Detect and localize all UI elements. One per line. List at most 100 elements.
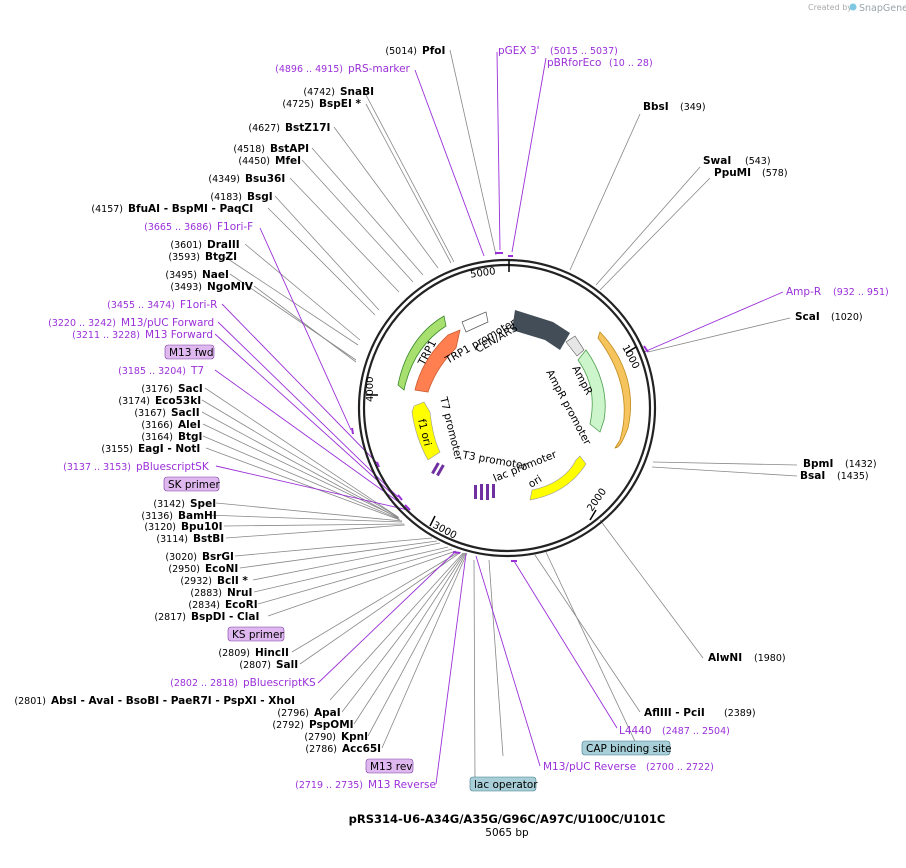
enzyme-alwni[interactable]: AlwNI: [708, 652, 742, 664]
enzyme-psp-omi[interactable]: PspOMI: [309, 719, 354, 731]
enzyme-eagi-noti[interactable]: EagI - NotI: [138, 443, 200, 455]
enzyme-bpu10i[interactable]: Bpu10I: [181, 521, 223, 533]
primer-m13-fwd[interactable]: M13 Forward: [145, 329, 213, 341]
enzyme-sacii[interactable]: SacII: [171, 407, 200, 419]
primer-pgex3-range: (5015 .. 5037): [550, 46, 618, 57]
feature-trp1[interactable]: [414, 329, 461, 393]
enzyme-pos: (3020): [165, 552, 197, 563]
enzyme-afliii-pcii[interactable]: AflIII - PciI: [644, 707, 705, 719]
enzyme-pos: (2807): [239, 660, 271, 671]
enzyme-pos: (3493): [170, 282, 202, 293]
boxed-label-text: M13 rev: [370, 761, 413, 773]
feature-trp1-promoter[interactable]: [461, 311, 489, 333]
enzyme-pos: (3166): [141, 420, 173, 431]
primer-pbrforeco-range: (10 .. 28): [609, 58, 653, 69]
primer-m13puc-reverse[interactable]: M13/pUC Reverse: [543, 761, 636, 773]
enzyme-pos: (3495): [165, 270, 197, 281]
enzyme-pos: (3136): [141, 511, 173, 522]
enzyme-bsrgi[interactable]: BsrGI: [202, 551, 234, 563]
tick-4000: 4000: [365, 377, 376, 402]
feature-green-arc: [397, 315, 447, 391]
enzyme-acc65i[interactable]: Acc65I: [342, 743, 381, 755]
enzyme-btgzi[interactable]: BtgZI: [205, 251, 237, 263]
enzyme-pos: (3601): [170, 240, 202, 251]
primer-amp-r-range: (932 .. 951): [833, 287, 889, 298]
enzyme-pos: (4627): [248, 123, 280, 134]
enzyme-naei[interactable]: NaeI: [202, 269, 229, 281]
enzyme-bpmi[interactable]: BpmI: [803, 458, 833, 470]
feature-ori[interactable]: [529, 455, 587, 501]
boxed-label-ks-primer[interactable]: KS primer: [227, 626, 284, 642]
boxed-label-m13-fwd[interactable]: M13 fwd: [164, 344, 215, 360]
enzyme-bsu36i[interactable]: Bsu36I: [245, 173, 285, 185]
enzyme-bstapi[interactable]: BstAPI: [270, 143, 309, 155]
primer-f1ori-f[interactable]: F1ori-F: [217, 221, 253, 233]
enzyme-pos: (2932): [180, 576, 212, 587]
enzyme-bsai[interactable]: BsaI: [800, 470, 825, 482]
enzyme-pos: (2809): [218, 648, 250, 659]
feature-f1-ori[interactable]: [411, 401, 441, 461]
primer-f1ori-r[interactable]: F1ori-R: [180, 299, 217, 311]
primer-amp-r[interactable]: Amp-R: [786, 286, 821, 298]
left-enzymes: (5014) PfoI (4742) SnaBI (4725) BspEI * …: [14, 45, 445, 755]
enzyme-econi[interactable]: EcoNI: [205, 563, 238, 575]
enzyme-bfuai-bspmi-paqci[interactable]: BfuAI - BspMI - PaqCI: [128, 203, 253, 215]
primer-t7[interactable]: T7: [190, 365, 204, 377]
enzyme-ecori[interactable]: EcoRI: [225, 599, 258, 611]
enzyme-saci[interactable]: SacI: [178, 383, 203, 395]
feature-ampr-promoter[interactable]: [565, 335, 585, 357]
feature-cen-ars[interactable]: [512, 310, 570, 350]
enzyme-swai[interactable]: SwaI: [703, 155, 731, 167]
enzyme-scai[interactable]: ScaI: [795, 311, 820, 323]
enzyme-ngomiv[interactable]: NgoMIV: [207, 281, 254, 293]
enzyme-ppumi[interactable]: PpuMI: [714, 167, 751, 179]
label-t3-promoter: T3 promoter: [460, 449, 528, 472]
primer-m13puc-fwd[interactable]: M13/pUC Forward: [121, 317, 214, 329]
enzyme-bsgi[interactable]: BsgI: [247, 191, 273, 203]
enzyme-spei[interactable]: SpeI: [190, 498, 216, 510]
enzyme-pos: (3167): [134, 408, 166, 419]
enzyme-bbsi[interactable]: BbsI: [643, 101, 669, 113]
enzyme-apai[interactable]: ApaI: [314, 707, 341, 719]
enzyme-snabi[interactable]: SnaBI: [340, 86, 374, 98]
boxed-label-cap-binding-site[interactable]: CAP binding site: [581, 740, 672, 756]
enzyme-nrui[interactable]: NruI: [227, 587, 252, 599]
enzyme-eco53ki[interactable]: Eco53kI: [155, 395, 201, 407]
enzyme-bstbi[interactable]: BstBI: [193, 533, 224, 545]
enzyme-bspei[interactable]: BspEI *: [319, 98, 362, 110]
enzyme-btgi[interactable]: BtgI: [178, 431, 202, 443]
boxed-label-sk-primer[interactable]: SK primer: [163, 476, 220, 492]
feature-ampr[interactable]: [577, 349, 606, 433]
enzyme-draiii[interactable]: DraIII: [207, 239, 240, 251]
enzyme-sali[interactable]: SalI: [276, 659, 298, 671]
primer-prs-marker-range: (4896 .. 4915): [275, 64, 343, 75]
primer-m13-reverse[interactable]: M13 Reverse: [368, 779, 436, 791]
boxed-label-m13-rev[interactable]: M13 rev: [365, 758, 414, 774]
enzyme-hincii[interactable]: HincII: [255, 647, 289, 659]
primer-l4440[interactable]: L4440: [619, 725, 652, 737]
backbone-outer: [357, 258, 657, 558]
primer-prs-marker[interactable]: pRS-marker: [348, 63, 411, 75]
enzyme-pos: (3176): [141, 384, 173, 395]
enzyme-absi-group[interactable]: AbsI - AvaI - BsoBI - PaeR7I - PspXI - X…: [51, 695, 295, 707]
boxed-label-lac-operator[interactable]: lac operator: [469, 776, 538, 792]
primer-f1ori-r-range: (3455 .. 3474): [107, 300, 175, 311]
enzyme-bstz17i[interactable]: BstZ17I: [285, 122, 330, 134]
enzyme-bspdi-clai[interactable]: BspDI - ClaI: [191, 611, 259, 623]
enzyme-pfoi[interactable]: PfoI: [422, 45, 445, 57]
enzyme-pos: (2792): [272, 720, 304, 731]
primer-marks: [351, 252, 649, 562]
primer-pbrforeco[interactable]: pBRforEco: [547, 57, 601, 69]
primer-pgex3[interactable]: pGEX 3': [498, 45, 540, 57]
enzyme-mfei[interactable]: MfeI: [275, 155, 301, 167]
enzyme-pos: (5014): [385, 46, 417, 57]
plasmid-title: pRS314-U6-A34G/A35G/G96C/A97C/U100C/U101…: [349, 812, 666, 826]
enzyme-pos: (3120): [144, 522, 176, 533]
enzyme-kpni[interactable]: KpnI: [341, 731, 368, 743]
enzyme-bamhi[interactable]: BamHI: [178, 510, 217, 522]
primer-pbluescriptks[interactable]: pBluescriptKS: [243, 677, 316, 689]
enzyme-alei[interactable]: AleI: [178, 419, 201, 431]
enzyme-bcli[interactable]: BclI *: [217, 575, 248, 587]
primer-pbluescriptsk[interactable]: pBluescriptSK: [136, 461, 210, 473]
